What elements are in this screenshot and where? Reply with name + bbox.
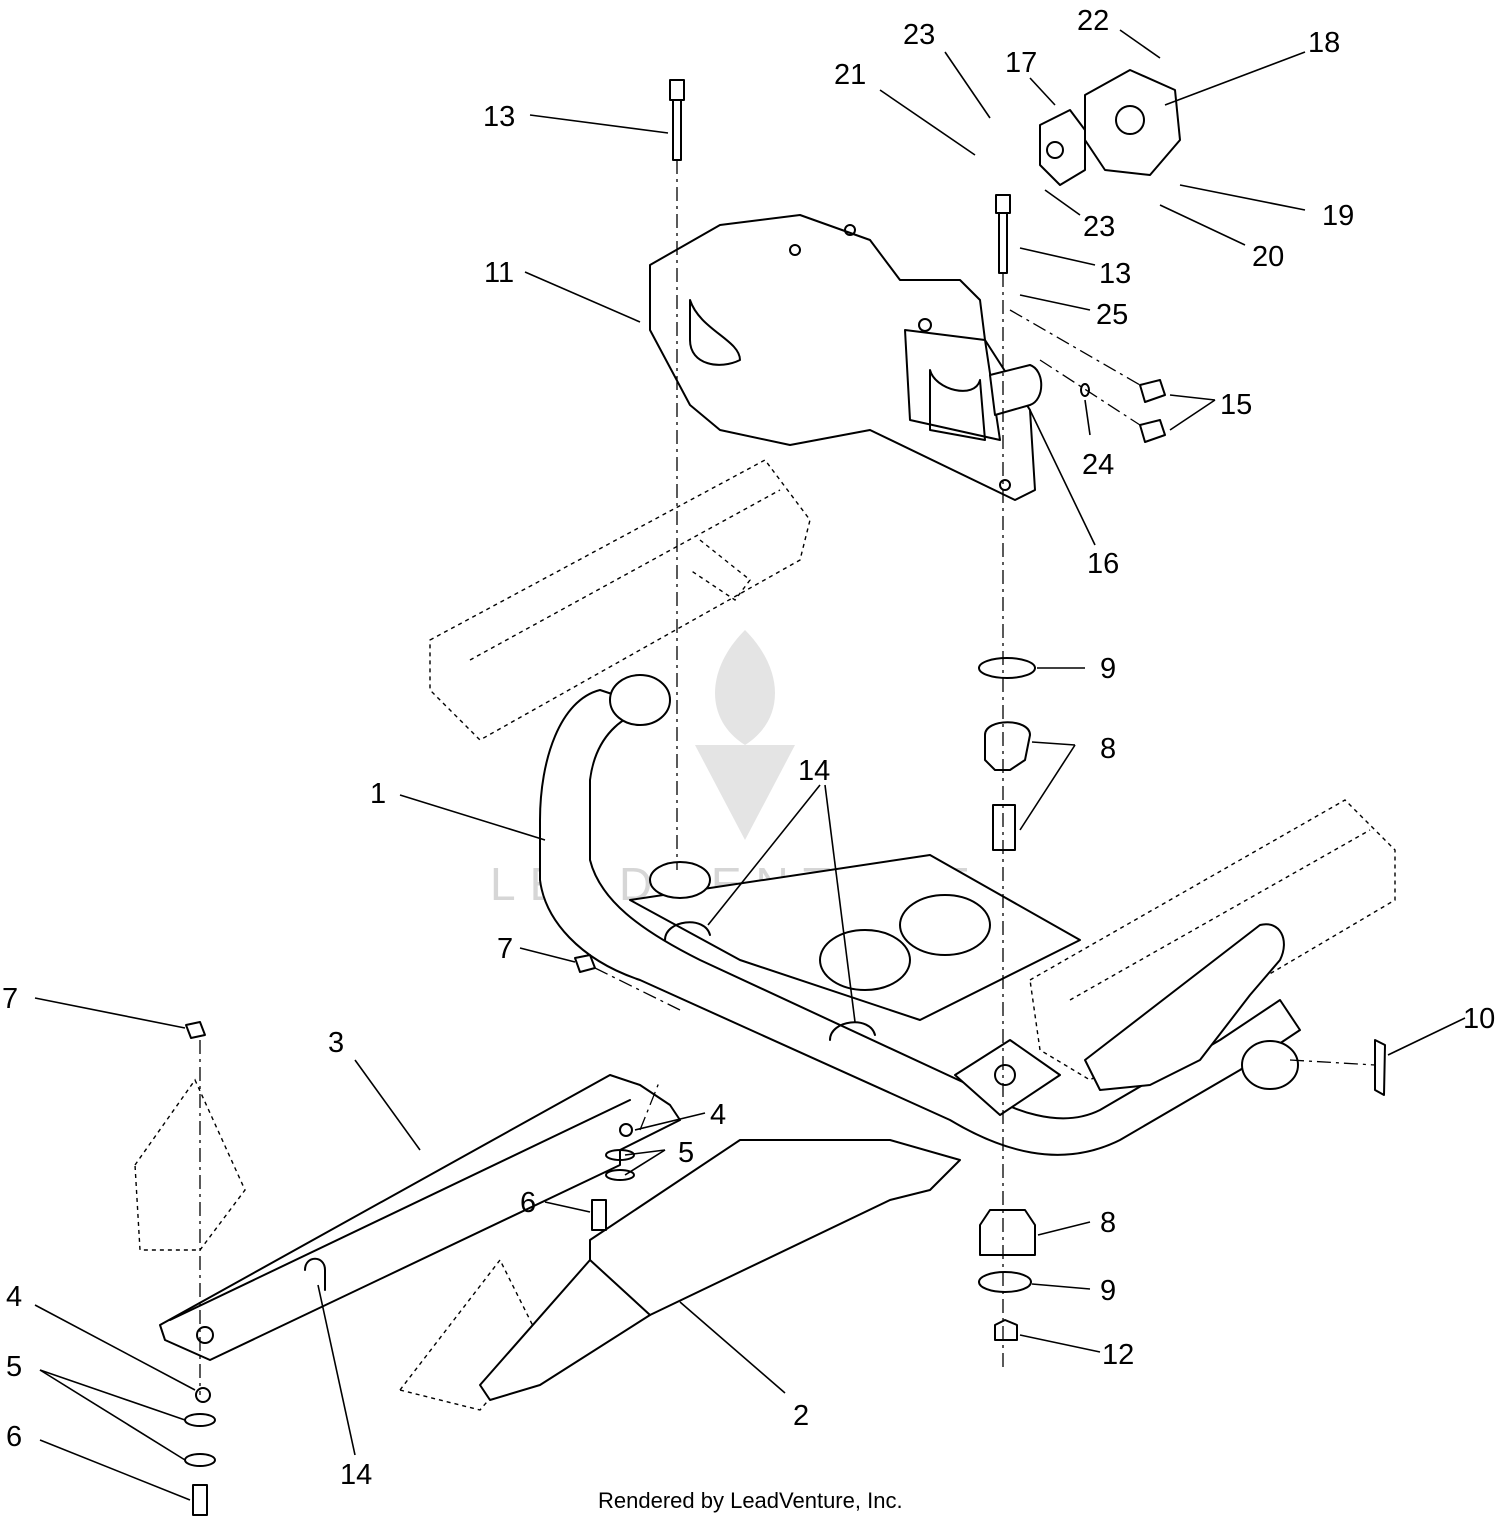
callout-23-lower: 23 <box>1083 211 1115 243</box>
callout-labels: 13 11 21 23 17 22 18 23 19 20 13 25 15 2… <box>2 5 1495 1491</box>
callout-19: 19 <box>1322 200 1354 232</box>
callout-4-center: 4 <box>710 1099 726 1131</box>
callout-7-left: 7 <box>2 983 18 1015</box>
callout-22: 22 <box>1077 5 1109 37</box>
watermark-v-icon <box>695 745 795 840</box>
callout-13-right: 13 <box>1099 258 1131 290</box>
callout-18: 18 <box>1308 27 1340 59</box>
callout-6-center: 6 <box>520 1187 536 1219</box>
part-16-bumper <box>989 364 1043 416</box>
callout-13-top: 13 <box>483 101 515 133</box>
callout-1: 1 <box>370 778 386 810</box>
callout-8-bottom: 8 <box>1100 1207 1116 1239</box>
callout-12: 12 <box>1102 1339 1134 1371</box>
callout-7-center: 7 <box>497 933 513 965</box>
callout-16: 16 <box>1087 548 1119 580</box>
part-1-subframe <box>539 674 1301 1156</box>
callout-14-center: 14 <box>798 755 830 787</box>
callout-9-top: 9 <box>1100 653 1116 685</box>
callout-8-top: 8 <box>1100 733 1116 765</box>
callout-24: 24 <box>1082 449 1114 481</box>
callout-20: 20 <box>1252 241 1284 273</box>
callout-23-top: 23 <box>903 19 935 51</box>
callout-17: 17 <box>1005 47 1037 79</box>
part-3-left-rail <box>159 1074 681 1361</box>
callout-11: 11 <box>484 257 514 289</box>
ghost-frame <box>134 459 1396 1411</box>
callout-3: 3 <box>328 1027 344 1059</box>
small-hardware <box>184 379 1386 1516</box>
callout-15: 15 <box>1220 389 1252 421</box>
callout-9-bottom: 9 <box>1100 1275 1116 1307</box>
watermark-flame-icon <box>715 630 775 745</box>
leader-lines <box>34 29 1466 1501</box>
callout-21: 21 <box>834 59 866 91</box>
center-plate <box>629 854 1081 1116</box>
part-17-18-coupler <box>1039 69 1181 186</box>
part-8-9-isolators <box>978 657 1036 1341</box>
side-mount-plate <box>1084 923 1285 1091</box>
callout-6-left: 6 <box>6 1421 22 1453</box>
part-13-bolts <box>669 79 1011 274</box>
callout-5-left: 5 <box>6 1351 22 1383</box>
footer-credit: Rendered by LeadVenture, Inc. <box>598 1488 903 1513</box>
callout-5-center: 5 <box>678 1137 694 1169</box>
part-2-right-rail <box>479 1139 961 1401</box>
callout-25: 25 <box>1096 299 1128 331</box>
callout-2: 2 <box>793 1400 809 1432</box>
callout-14-bottom: 14 <box>340 1459 372 1491</box>
callout-4-left: 4 <box>6 1281 22 1313</box>
part-11-mount-bracket <box>649 214 1036 501</box>
assembly-lines <box>199 160 1376 1395</box>
callout-10: 10 <box>1463 1003 1495 1035</box>
